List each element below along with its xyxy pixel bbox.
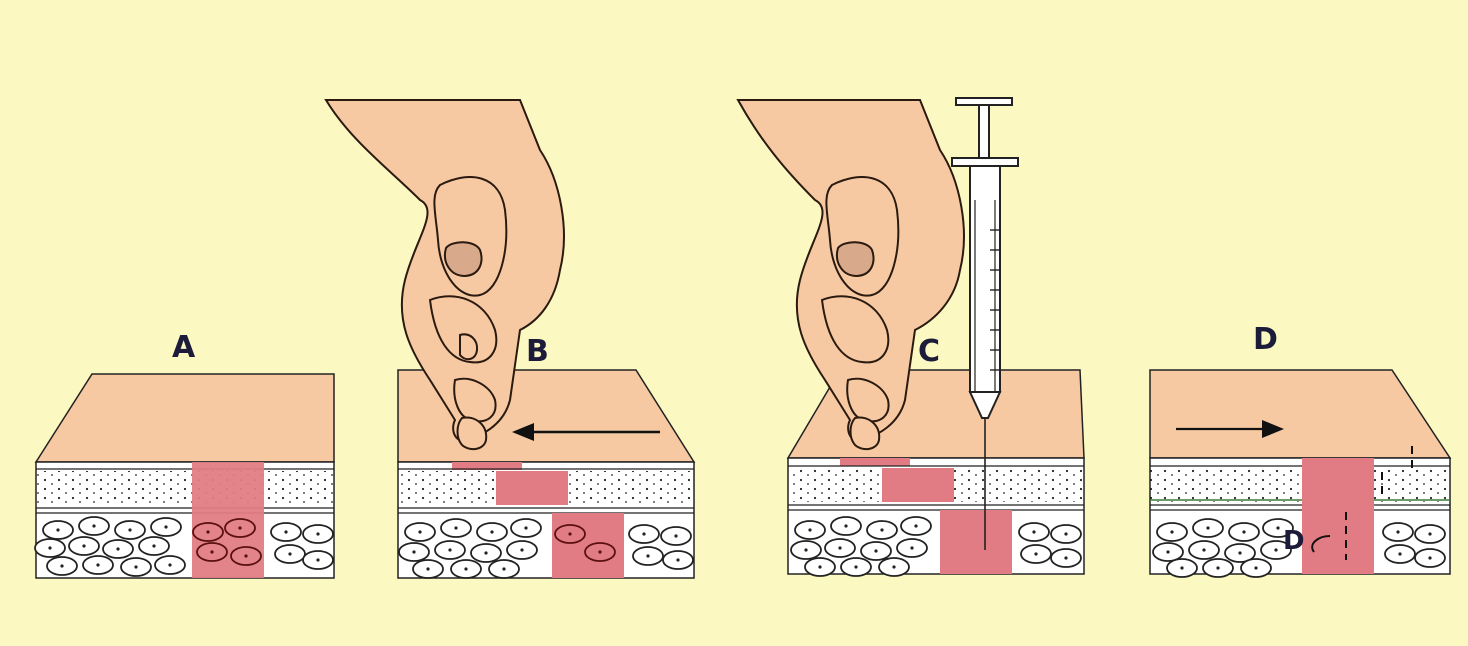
panel-label-a: A (172, 330, 196, 365)
panel-label-c: C (918, 334, 941, 369)
panel-c-tissue-block (788, 370, 1084, 576)
panel-label-b: B (526, 334, 550, 369)
panel-label-d: D (1253, 322, 1279, 357)
panel-d-inner-label: D (1283, 526, 1305, 556)
panel-a-tissue-block (35, 374, 334, 578)
